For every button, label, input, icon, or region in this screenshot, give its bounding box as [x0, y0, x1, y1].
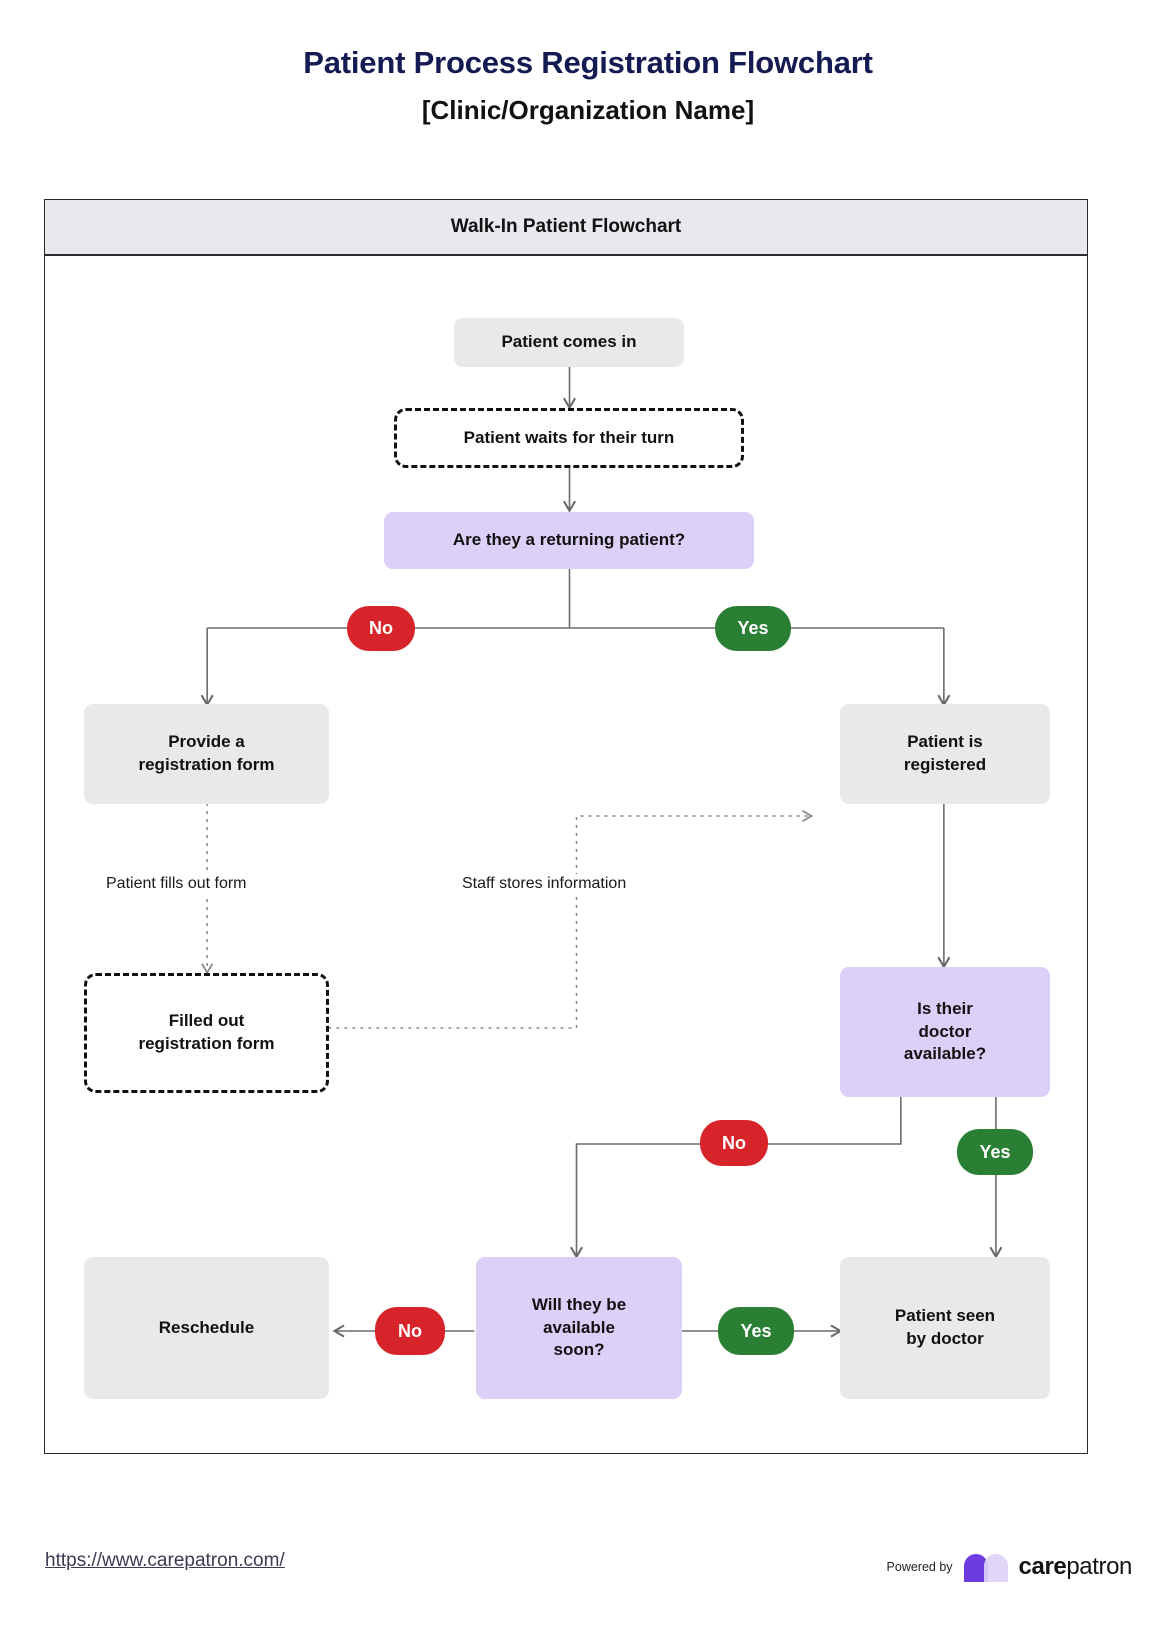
node-label: Reschedule: [158, 1317, 255, 1337]
flowchart-frame: Walk-In Patient Flowchart: [44, 199, 1088, 1454]
node-reschedule[interactable]: Reschedule: [84, 1257, 329, 1399]
node-label: Are they a returning patient?: [452, 530, 686, 550]
badge-label: Yes: [740, 1320, 772, 1341]
powered-by-block: Powered by carepatron: [887, 1552, 1132, 1582]
node-is-doctor-available[interactable]: Is their doctor available?: [840, 967, 1050, 1097]
page-title: Patient Process Registration Flowchart: [303, 45, 873, 80]
node-label: Patient seen by doctor: [894, 1306, 996, 1348]
node-label: Patient comes in: [501, 332, 637, 352]
badge-label: No: [722, 1132, 746, 1153]
node-label: Patient is registered: [903, 732, 987, 774]
page-subtitle: [Clinic/Organization Name]: [421, 95, 755, 126]
badge-soon-yes: Yes: [718, 1307, 794, 1355]
badge-label: No: [398, 1320, 422, 1341]
badge-soon-no: No: [375, 1307, 445, 1355]
brand-light: patron: [1066, 1553, 1132, 1580]
flowchart-header-label: Walk-In Patient Flowchart: [450, 216, 682, 237]
edge-label-patient-fills-out-form: Patient fills out form: [103, 874, 250, 894]
node-patient-comes-in[interactable]: Patient comes in: [454, 318, 684, 367]
node-patient-waits[interactable]: Patient waits for their turn: [394, 408, 744, 468]
badge-doctor-no: No: [700, 1120, 768, 1166]
title-block: Patient Process Registration Flowchart […: [0, 0, 1176, 126]
brand-bold: care: [1018, 1553, 1067, 1580]
connector-lines: [200, 365, 1003, 1338]
node-label: Filled out registration form: [138, 1011, 275, 1053]
node-filled-out-registration-form[interactable]: Filled out registration form: [84, 973, 329, 1093]
badge-label: Yes: [979, 1141, 1011, 1162]
footer: https://www.carepatron.com/ Powered by c…: [0, 1540, 1176, 1600]
node-are-they-returning-patient[interactable]: Are they a returning patient?: [384, 512, 754, 569]
edge-label-staff-stores-information: Staff stores information: [459, 874, 630, 894]
badge-returning-no: No: [347, 606, 415, 651]
node-patient-is-registered[interactable]: Patient is registered: [840, 704, 1050, 804]
powered-by-label: Powered by: [886, 1560, 953, 1574]
badge-label: Yes: [737, 618, 769, 638]
node-label: Is their doctor available?: [903, 998, 987, 1064]
flowchart-header: Walk-In Patient Flowchart: [45, 200, 1087, 256]
badge-doctor-yes: Yes: [957, 1129, 1033, 1175]
edge-label-text: Patient fills out form: [106, 875, 247, 892]
node-patient-seen-by-doctor[interactable]: Patient seen by doctor: [840, 1257, 1050, 1399]
carepatron-wordmark: carepatron: [1018, 1553, 1133, 1581]
badge-label: No: [369, 618, 393, 638]
edge-label-text: Staff stores information: [462, 875, 627, 892]
node-label: Will they be available soon?: [531, 1294, 627, 1360]
node-provide-registration-form[interactable]: Provide a registration form: [84, 704, 329, 804]
node-label: Provide a registration form: [138, 732, 275, 774]
node-label: Patient waits for their turn: [463, 427, 675, 447]
carepatron-logo-icon: [963, 1554, 1008, 1582]
badge-returning-yes: Yes: [715, 606, 791, 651]
node-will-they-be-available-soon[interactable]: Will they be available soon?: [476, 1257, 682, 1399]
flowchart-canvas: Patient comes in Patient waits for their…: [45, 256, 1087, 1453]
footer-url-link[interactable]: https://www.carepatron.com/: [45, 1550, 285, 1571]
